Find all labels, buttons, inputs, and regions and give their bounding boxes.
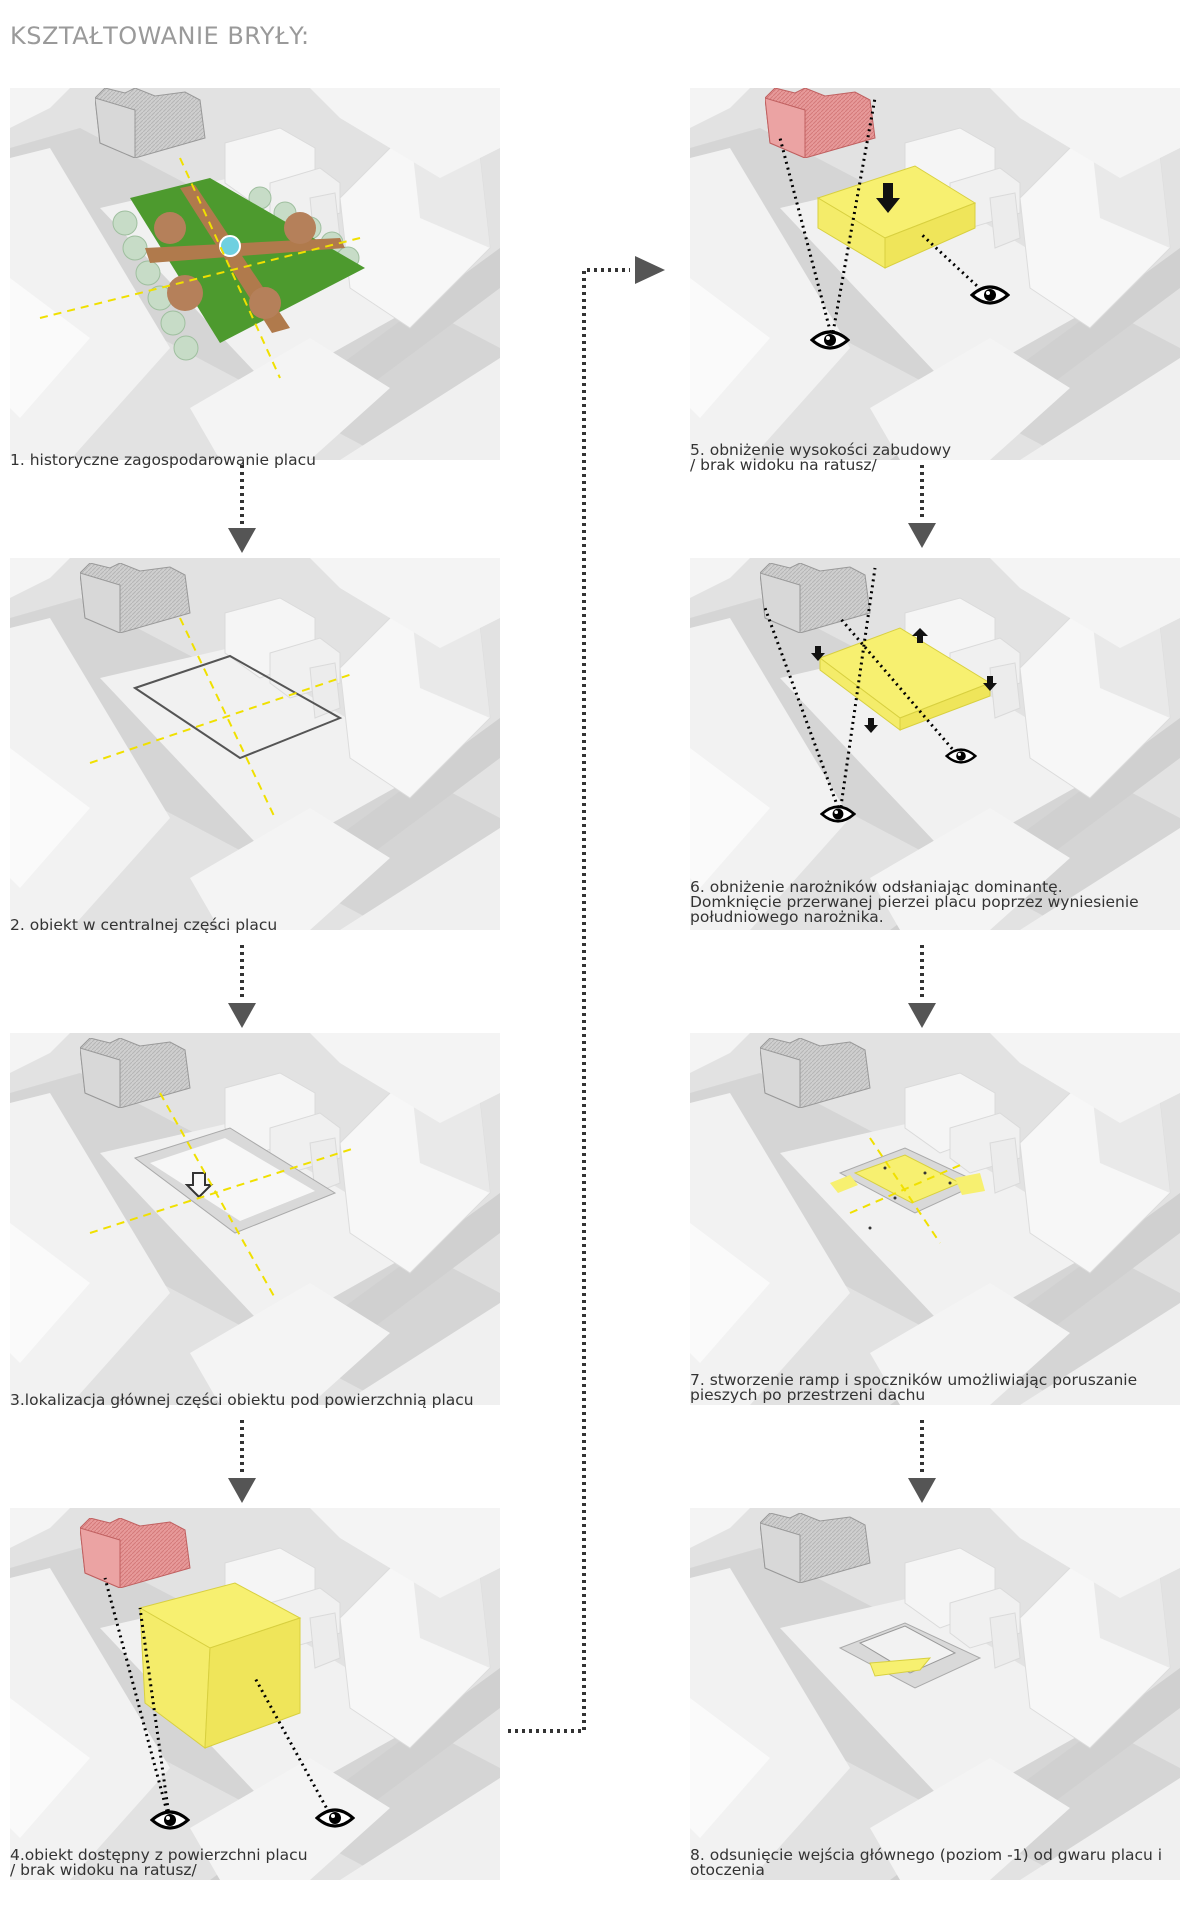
dotted-arrow-down-icon <box>228 1420 256 1503</box>
caption-line: południowego narożnika. <box>690 908 884 926</box>
dotted-arrow-down-icon <box>228 945 256 1028</box>
caption-line: / brak widoku na ratusz/ <box>690 456 877 474</box>
eye-icon <box>947 750 976 763</box>
panel-1: 1. historyczne zagospodarowanie placu <box>10 88 500 460</box>
panel-caption: 1. historyczne zagospodarowanie placu <box>10 453 316 468</box>
panel-8: 8. odsunięcie wejścia głównego (poziom -… <box>690 1508 1180 1880</box>
eye-icon <box>812 332 848 348</box>
panel-caption: 4.obiekt dostępny z powierzchni placu / … <box>10 1848 308 1878</box>
caption-line: pieszych po przestrzeni dachu <box>690 1386 925 1404</box>
panel-caption: 6. obniżenie narożników odsłaniając domi… <box>690 880 1139 925</box>
dotted-arrow-down-icon <box>908 1420 936 1503</box>
eye-icon <box>152 1812 188 1828</box>
dotted-arrow-right-icon <box>508 256 665 1731</box>
panel-7: 7. stworzenie ramp i spoczników umożliwi… <box>690 1033 1180 1405</box>
panel-caption: 3.lokalizacja głównej części obiektu pod… <box>10 1393 474 1408</box>
dotted-arrow-down-icon <box>908 945 936 1028</box>
dotted-arrow-down-icon <box>228 465 256 553</box>
caption-line: / brak widoku na ratusz/ <box>10 1861 197 1879</box>
page-title: KSZTAŁTOWANIE BRYŁY: <box>10 22 310 50</box>
eye-icon <box>972 287 1008 303</box>
panel-2: 2. obiekt w centralnej części placu <box>10 558 500 930</box>
dotted-arrow-down-icon <box>908 465 936 548</box>
panel-caption: 7. stworzenie ramp i spoczników umożliwi… <box>690 1373 1137 1403</box>
panel-5: 5. obniżenie wysokości zabudowy / brak w… <box>690 88 1180 460</box>
caption-line: otoczenia <box>690 1861 765 1879</box>
panel-caption: 2. obiekt w centralnej części placu <box>10 918 277 933</box>
panel-caption: 8. odsunięcie wejścia głównego (poziom -… <box>690 1848 1162 1878</box>
eye-icon <box>822 807 854 821</box>
panel-4: 4.obiekt dostępny z powierzchni placu / … <box>10 1508 500 1880</box>
panel-6: 6. obniżenie narożników odsłaniając domi… <box>690 558 1180 930</box>
eye-icon <box>317 1810 353 1826</box>
panel-3: 3.lokalizacja głównej części obiektu pod… <box>10 1033 500 1405</box>
panel-caption: 5. obniżenie wysokości zabudowy / brak w… <box>690 443 951 473</box>
